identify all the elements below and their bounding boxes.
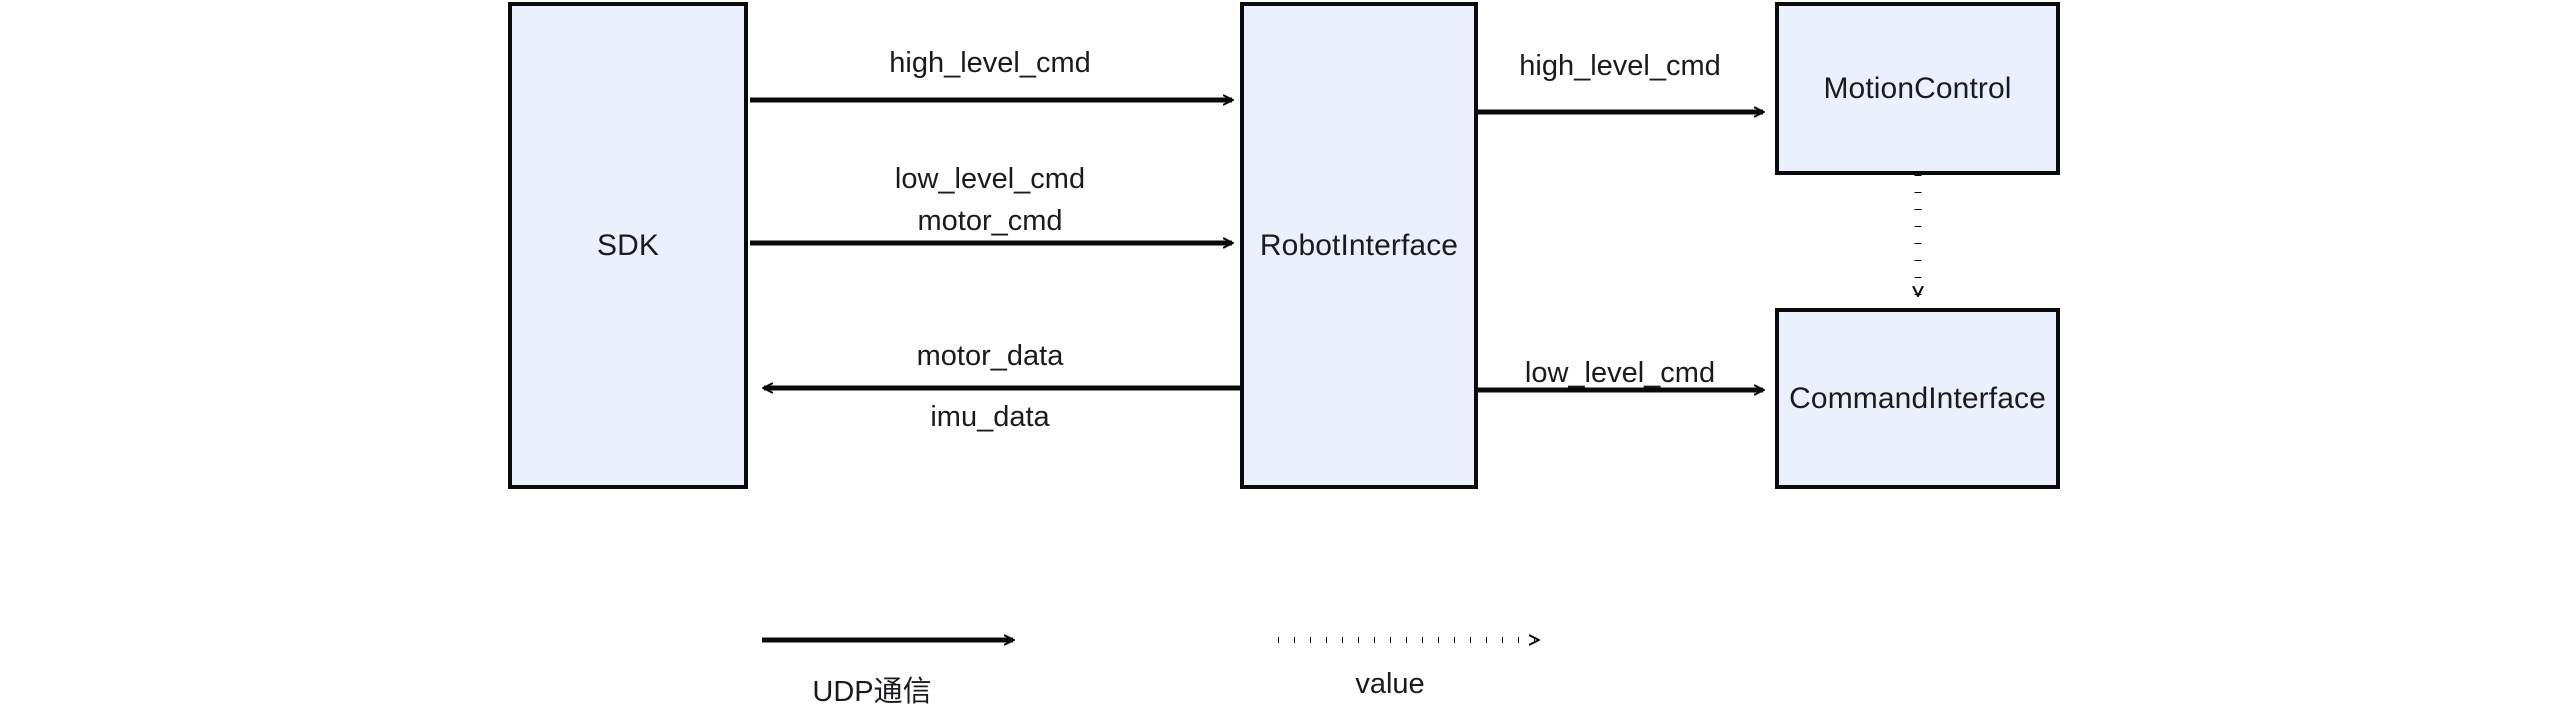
node-sdk-label: SDK: [597, 228, 659, 262]
edge-label-sdk-to-robot-low-below: motor_cmd: [917, 205, 1063, 237]
legend-solid-label: UDP通信: [812, 676, 932, 708]
legend-dotted-label: value: [1355, 668, 1425, 700]
node-robot-interface[interactable]: RobotInterface: [1240, 2, 1478, 489]
edge-label-robot-to-command-low: low_level_cmd: [1524, 357, 1716, 389]
edge-label-robot-to-sdk-below: imu_data: [930, 401, 1050, 433]
node-motion-control[interactable]: MotionControl: [1775, 2, 2060, 175]
edge-label-robot-to-motion-high: high_level_cmd: [1519, 50, 1721, 82]
edge-label-robot-to-sdk-above: motor_data: [916, 340, 1064, 372]
node-sdk[interactable]: SDK: [508, 2, 748, 489]
edge-label-sdk-to-robot-low-above: low_level_cmd: [894, 163, 1086, 195]
node-command-interface-label: CommandInterface: [1789, 381, 2046, 415]
edge-label-sdk-to-robot-high-above: high_level_cmd: [889, 47, 1091, 79]
node-command-interface[interactable]: CommandInterface: [1775, 308, 2060, 489]
node-robot-interface-label: RobotInterface: [1259, 228, 1459, 262]
node-motion-control-label: MotionControl: [1823, 71, 2012, 105]
